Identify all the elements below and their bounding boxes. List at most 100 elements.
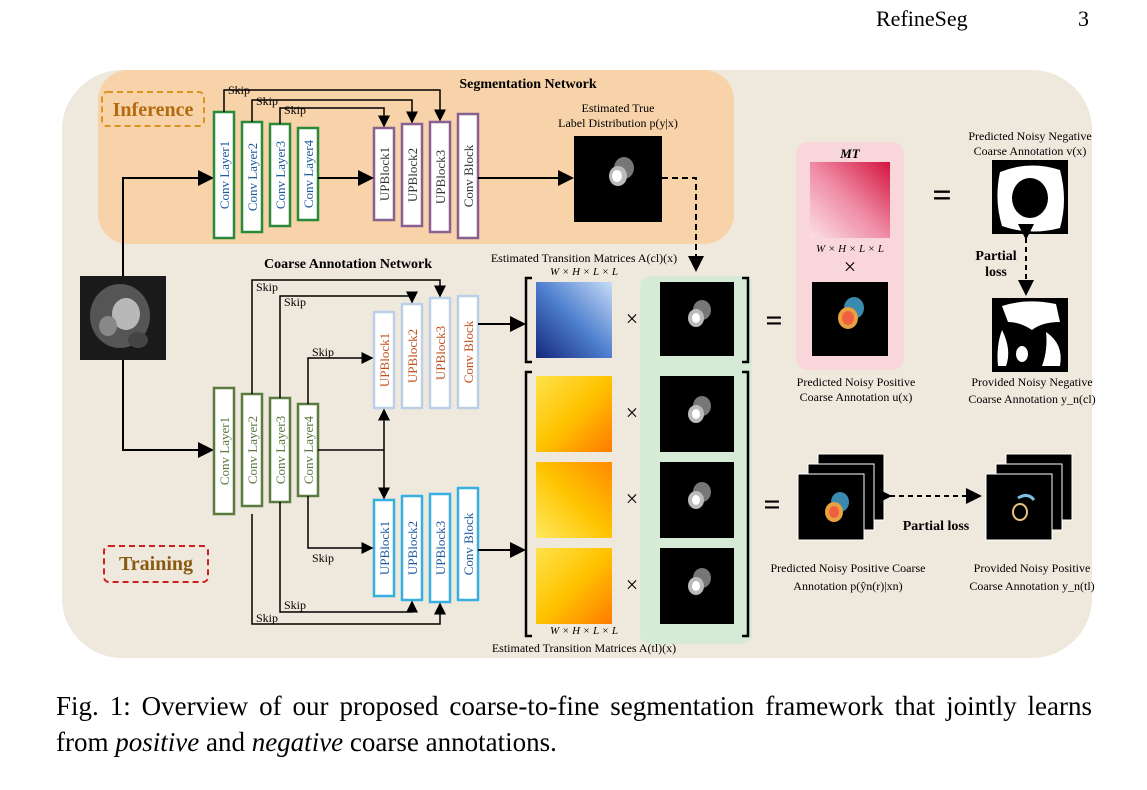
prov-neg-line2: Coarse Annotation y_n(cl) <box>968 392 1095 406</box>
estimated-true-label-line1: Estimated True <box>581 101 654 115</box>
pred-pos-line2: Coarse Annotation u(x) <box>800 390 913 404</box>
framework-diagram: Inference Training Segmentation Network … <box>62 70 1096 658</box>
prov-pos-line2: Coarse Annotation y_n(tl) <box>969 579 1094 593</box>
seg-conv-layer2-label: Conv Layer2 <box>245 143 260 211</box>
seg-conv-layer3-label: Conv Layer3 <box>273 141 288 209</box>
coarse-positive-decoder: UPBlock1 UPBlock2 UPBlock3 Conv Block <box>372 486 480 604</box>
pred-pos-coarse-line2: Annotation p(ŷn(r)|xn) <box>793 579 902 593</box>
coarse-conv-layers: Conv Layer1 Conv Layer2 Conv Layer3 Conv… <box>212 386 320 516</box>
inference-tag: Inference <box>113 99 194 121</box>
coarse-neg-upblock1-label: UPBlock1 <box>377 333 392 387</box>
coarse-skip-label-5: Skip <box>284 598 306 612</box>
seg-conv-layer4-label: Conv Layer4 <box>301 139 316 208</box>
transition-bottom-label: Estimated Transition Matrices A(tl)(x) <box>492 641 676 655</box>
equals-mt: = <box>932 177 951 214</box>
coarse-pos-conv-block-label: Conv Block <box>461 512 476 575</box>
mt-matrix <box>810 162 890 238</box>
partial-loss-line2: loss <box>985 265 1007 280</box>
seg-skip-label-3: Skip <box>284 103 306 117</box>
coarse-conv-layer2-label: Conv Layer2 <box>245 416 260 484</box>
coarse-conv-layer1-label: Conv Layer1 <box>217 417 232 485</box>
seg-output-image-3 <box>660 462 734 538</box>
estimated-true-label-image <box>574 136 662 222</box>
estimated-true-label-line2: Label Distribution p(y|x) <box>558 116 678 130</box>
predicted-noisy-positive-stack <box>797 453 885 541</box>
times-3: × <box>626 572 638 597</box>
coarse-skip-label-3: Skip <box>312 345 334 359</box>
coarse-neg-conv-block-label: Conv Block <box>461 320 476 383</box>
pred-neg-line1: Predicted Noisy Negative <box>968 129 1091 143</box>
times-2: × <box>626 486 638 511</box>
coarse-annotation-network-title: Coarse Annotation Network <box>264 257 432 272</box>
transition-matrix-positive-2 <box>536 462 612 538</box>
transition-top-label: Estimated Transition Matrices A(cl)(x) <box>491 251 677 265</box>
prov-neg-line1: Provided Noisy Negative <box>971 375 1092 389</box>
coarse-conv-layer4-label: Conv Layer4 <box>301 415 316 484</box>
transition-matrix-positive-3 <box>536 548 612 624</box>
caption-emphasis-positive: positive <box>115 727 200 757</box>
seg-skip-label-2: Skip <box>256 94 278 108</box>
coarse-negative-decoder: UPBlock1 UPBlock2 UPBlock3 Conv Block <box>372 294 480 410</box>
bottom-bracket-right <box>742 370 750 638</box>
coarse-neg-upblock2-label: UPBlock2 <box>405 329 420 383</box>
transition-matrix-negative <box>536 282 612 358</box>
coarse-skip-label-1: Skip <box>256 280 278 294</box>
input-to-coarse-arrow <box>122 360 214 458</box>
partial-loss-bottom: Partial loss <box>903 519 970 534</box>
training-tag: Training <box>119 553 193 575</box>
seg-upblock1-label: UPBlock1 <box>377 147 392 201</box>
transition-bottom-dims: W × H × L × L <box>550 625 618 637</box>
transition-matrix-positive-1 <box>536 376 612 452</box>
input-mri-image <box>80 276 166 360</box>
predicted-noisy-positive-image <box>812 282 888 356</box>
seg-skip-connections <box>223 89 446 128</box>
equals-top: = <box>765 304 782 337</box>
seg-output-image-1 <box>660 282 734 356</box>
top-bracket-right <box>742 276 750 364</box>
coarse-skip-connections <box>251 279 446 625</box>
predicted-noisy-negative-image <box>992 160 1068 234</box>
mt-label: MT <box>839 146 861 161</box>
pred-neg-line2: Coarse Annotation v(x) <box>974 144 1087 158</box>
bottom-bracket-left <box>524 370 532 638</box>
prov-pos-line1: Provided Noisy Positive <box>974 561 1091 575</box>
page-number: 3 <box>1078 6 1089 31</box>
transition-top-dims: W × H × L × L <box>550 266 618 278</box>
caption-emphasis-negative: negative <box>251 727 344 757</box>
coarse-skip-label-6: Skip <box>256 611 278 625</box>
seg-conv-layers: Conv Layer1 Conv Layer2 Conv Layer3 Conv… <box>212 110 320 240</box>
caption-prefix: Fig. 1: Overview of our proposed coarse-… <box>56 691 1092 757</box>
seg-conv-block-label: Conv Block <box>461 144 476 207</box>
training-tag-box <box>103 545 209 583</box>
seg-skip-label-1: Skip <box>228 83 250 97</box>
seg-conv-layer1-label: Conv Layer1 <box>217 141 232 209</box>
true-label-to-output-arrow <box>662 177 704 272</box>
segmentation-network-title: Segmentation Network <box>459 77 596 92</box>
seg-output-image-2 <box>660 376 734 452</box>
coarse-skip-label-4: Skip <box>312 551 334 565</box>
coarse-pos-upblock1-label: UPBlock1 <box>377 521 392 575</box>
seg-upblock2-label: UPBlock2 <box>405 148 420 202</box>
framework-figure: Inference Training Segmentation Network … <box>56 60 1096 660</box>
pred-pos-line1: Predicted Noisy Positive <box>797 375 916 389</box>
caption-mid: and <box>199 727 252 757</box>
figure-caption: Fig. 1: Overview of our proposed coarse-… <box>56 688 1092 760</box>
mt-dims: W × H × L × L <box>816 243 884 255</box>
times-1: × <box>626 400 638 425</box>
seg-output-image-4 <box>660 548 734 624</box>
top-bracket-left <box>524 276 532 364</box>
coarse-skip-label-2: Skip <box>284 295 306 309</box>
pred-pos-coarse-line1: Predicted Noisy Positive Coarse <box>771 561 926 575</box>
provided-noisy-negative-image <box>992 298 1068 372</box>
coarse-pos-upblock3-label: UPBlock3 <box>433 521 448 575</box>
seg-up-blocks: UPBlock1 UPBlock2 UPBlock3 Conv Block <box>372 112 480 240</box>
partial-loss-line1: Partial <box>975 249 1016 264</box>
seg-upblock3-label: UPBlock3 <box>433 150 448 204</box>
inference-tag-box <box>101 91 205 127</box>
caption-suffix: coarse annotations. <box>343 727 557 757</box>
coarse-pos-upblock2-label: UPBlock2 <box>405 521 420 575</box>
coarse-conv-layer3-label: Conv Layer3 <box>273 416 288 484</box>
coarse-neg-upblock3-label: UPBlock3 <box>433 326 448 380</box>
input-to-segmentation-arrow <box>122 170 214 276</box>
mt-times: × <box>844 254 856 279</box>
